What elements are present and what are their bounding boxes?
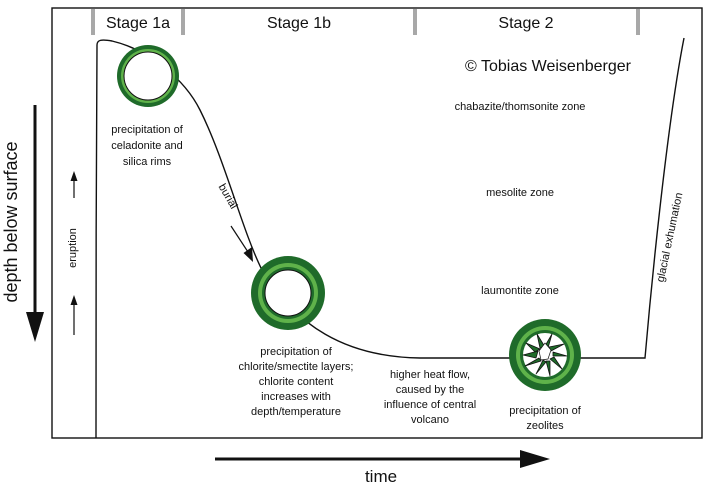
exhumation-label: glacial exhumation bbox=[655, 192, 686, 284]
annotation-heatflow: higher heat flow, caused by the influenc… bbox=[384, 369, 476, 426]
stage-marker-4 bbox=[636, 9, 640, 35]
depth-time-path bbox=[95, 37, 685, 439]
svg-text:zeolites: zeolites bbox=[526, 420, 564, 432]
stage-1a-label: Stage 1a bbox=[106, 15, 170, 32]
svg-text:chlorite content: chlorite content bbox=[259, 376, 334, 388]
depth-axis-label: depth below surface bbox=[1, 141, 21, 302]
stage-marker-3 bbox=[413, 9, 417, 35]
svg-text:precipitation of: precipitation of bbox=[509, 405, 581, 417]
annotation-chlorite: precipitation of chlorite/smectite layer… bbox=[239, 346, 354, 418]
eruption-arrows bbox=[70, 171, 78, 335]
time-axis-arrow bbox=[215, 450, 550, 468]
svg-text:increases with: increases with bbox=[261, 391, 331, 403]
svg-text:volcano: volcano bbox=[411, 414, 449, 426]
stage-markers bbox=[91, 9, 640, 35]
copyright-text: © Tobias Weisenberger bbox=[465, 58, 632, 75]
stage-1b-label: Stage 1b bbox=[267, 15, 331, 32]
stage-2-label: Stage 2 bbox=[498, 15, 553, 32]
svg-text:depth/temperature: depth/temperature bbox=[251, 406, 341, 418]
eruption-label: eruption bbox=[67, 228, 79, 268]
svg-text:chlorite/smectite layers;: chlorite/smectite layers; bbox=[239, 361, 354, 373]
annotation-celadonite: precipitation of celadonite and silica r… bbox=[111, 124, 183, 168]
vesicle-chlorite bbox=[251, 256, 325, 330]
diagram-frame bbox=[51, 7, 703, 439]
zone-laumontite-label: laumontite zone bbox=[481, 285, 559, 297]
burial-arrow bbox=[230, 225, 253, 262]
svg-text:precipitation of: precipitation of bbox=[260, 346, 332, 358]
stage-marker-1 bbox=[91, 9, 95, 35]
stage-marker-2 bbox=[181, 9, 185, 35]
svg-text:higher heat flow,: higher heat flow, bbox=[390, 369, 470, 381]
zone-chabazite-label: chabazite/thomsonite zone bbox=[455, 101, 586, 113]
annotation-zeolites: precipitation of zeolites bbox=[509, 405, 581, 432]
vesicle-zeolites bbox=[509, 319, 581, 391]
svg-text:precipitation of: precipitation of bbox=[111, 124, 183, 136]
svg-text:silica rims: silica rims bbox=[123, 156, 172, 168]
time-axis-label: time bbox=[365, 467, 397, 486]
zone-mesolite-label: mesolite zone bbox=[486, 187, 554, 199]
svg-text:influence of central: influence of central bbox=[384, 399, 476, 411]
svg-text:caused by the: caused by the bbox=[396, 384, 465, 396]
depth-axis-arrow bbox=[26, 105, 44, 342]
svg-text:celadonite and: celadonite and bbox=[111, 140, 183, 152]
vesicle-celadonite bbox=[117, 45, 179, 107]
burial-label: burial bbox=[216, 182, 240, 211]
